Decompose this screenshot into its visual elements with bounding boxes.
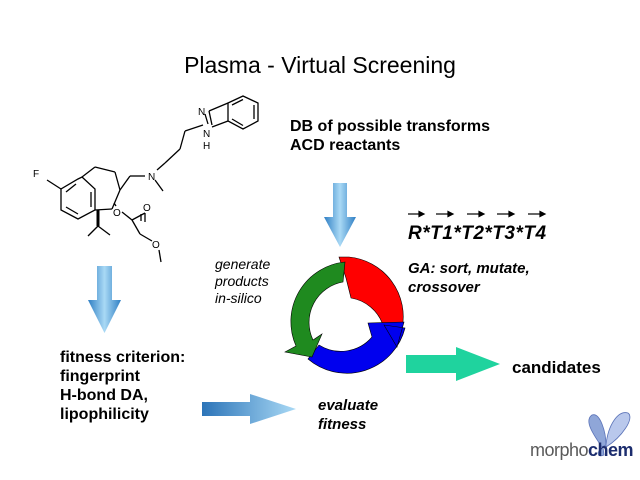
generate-line-3: in-silico xyxy=(215,290,262,306)
ga-line-1: GA: sort, mutate, xyxy=(408,260,530,277)
atom-n-amine: N xyxy=(148,172,155,183)
formula-term-r: R xyxy=(408,223,423,244)
slide-title: Plasma - Virtual Screening xyxy=(184,52,456,78)
cycle-arrow-blue xyxy=(307,321,406,374)
atom-o-carbonyl: O xyxy=(143,203,151,214)
evaluate-line-2: fitness xyxy=(318,416,367,433)
generate-line-1: generate xyxy=(215,256,271,272)
fitness-line-2: fingerprint xyxy=(60,368,140,385)
formula-vector-arrows xyxy=(408,210,547,218)
atom-f: F xyxy=(33,169,39,180)
cycle-arrow-red xyxy=(338,256,404,330)
evaluate-line-1: evaluate xyxy=(318,397,379,414)
formula-term-t1: *T1 xyxy=(422,223,454,244)
db-line-2: ACD reactants xyxy=(290,137,401,154)
cycle-arrow-green xyxy=(284,261,346,358)
fitness-line-1: fitness criterion: xyxy=(60,349,186,366)
down-arrow-db xyxy=(324,183,356,247)
butterfly-icon xyxy=(588,412,631,457)
formula-term-t4: *T4 xyxy=(515,223,547,244)
ga-formula: R*T1*T2*T3*T4 xyxy=(408,223,547,245)
fitness-criterion-label: fitness criterion: fingerprint H-bond DA… xyxy=(60,348,185,424)
right-arrow-evaluate xyxy=(202,394,296,424)
morphochem-logo: morphochem xyxy=(530,440,634,461)
db-line-1: DB of possible transforms xyxy=(290,118,491,135)
atom-nh: N xyxy=(203,129,210,140)
generate-label: generate products in-silico xyxy=(215,256,270,307)
atom-h: H xyxy=(203,141,210,152)
logo-part-2: chem xyxy=(588,440,634,460)
atom-n-ring: N xyxy=(198,107,205,118)
ga-label: GA: sort, mutate, crossover xyxy=(408,259,530,297)
candidates-label: candidates xyxy=(512,358,601,377)
right-arrow-candidates xyxy=(406,347,500,381)
generate-line-2: products xyxy=(215,273,269,289)
atom-o-methoxy: O xyxy=(152,240,160,251)
fitness-line-3: H-bond DA, xyxy=(60,387,148,404)
fitness-line-4: lipophilicity xyxy=(60,406,149,423)
formula-term-t2: *T2 xyxy=(453,223,485,244)
logo-part-1: morpho xyxy=(530,440,589,460)
ga-cycle xyxy=(284,256,406,374)
evaluate-label: evaluate fitness xyxy=(318,396,378,434)
formula-term-t3: *T3 xyxy=(484,223,516,244)
down-arrow-molecule xyxy=(88,266,121,333)
ga-line-2: crossover xyxy=(408,279,480,296)
atom-o-ester: O xyxy=(113,208,121,219)
db-label: DB of possible transforms ACD reactants xyxy=(290,117,490,155)
